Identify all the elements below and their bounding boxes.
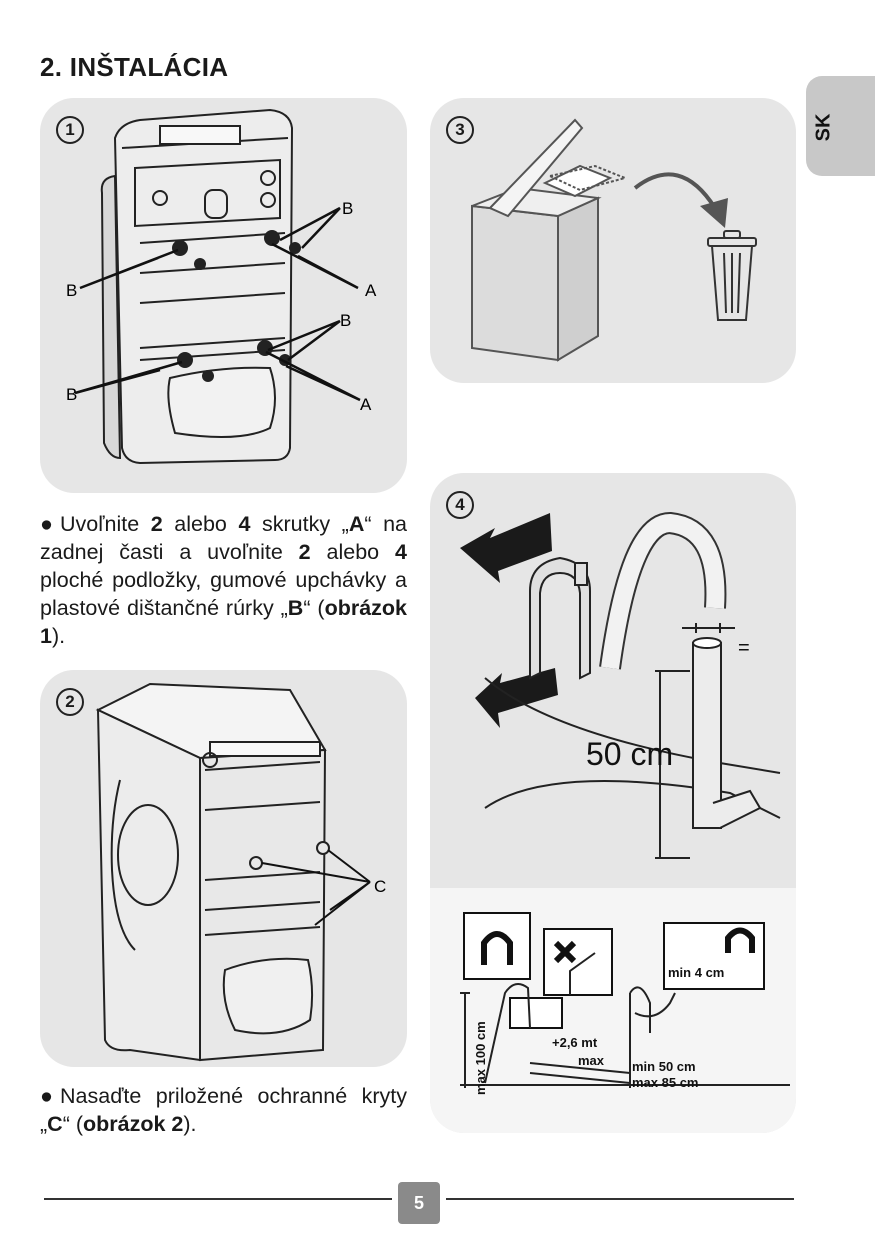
fig4-equals-sign: =	[738, 637, 750, 659]
fig1-label-b-4: B	[66, 385, 77, 404]
figure-1-panel: B B A B B A 1	[40, 98, 407, 493]
figure-3-illustration	[471, 118, 757, 362]
fig4-min-4cm: min 4 cm	[668, 965, 724, 980]
fig4-max-100cm: max 100 cm	[473, 1021, 488, 1095]
footer-rule-right	[446, 1198, 794, 1200]
page-number: 5	[398, 1182, 440, 1224]
fig4-min-50cm: min 50 cm	[632, 1059, 696, 1074]
fig1-label-b-2: B	[66, 281, 77, 300]
page-title: 2. INŠTALÁCIA	[40, 52, 229, 82]
fig4-height-label: 50 cm	[586, 736, 673, 772]
fig4-max-26mt: +2,6 mt	[552, 1035, 598, 1050]
fig1-label-a-1: A	[365, 281, 377, 300]
figure-1-illustration: B B A B B A	[66, 108, 377, 465]
figure-4-number: 4	[446, 491, 474, 519]
language-tab: SK	[806, 76, 875, 176]
figure-2-panel: C 2	[40, 670, 407, 1067]
instruction-2: ●Nasaďte priložené ochranné kryty „C“ (o…	[40, 1084, 407, 1136]
fig4-max-85cm: max 85 cm	[632, 1075, 699, 1090]
figure-4-panel: 50 cm = min 4 cm max 100 cm +2,6 mt max	[430, 473, 796, 1133]
figure-3-panel: 3	[430, 98, 796, 383]
bullet-icon: ●	[40, 512, 53, 536]
fig1-label-b-1: B	[342, 199, 353, 218]
language-code: SK	[812, 113, 835, 142]
figure-4-illustration: 50 cm = min 4 cm max 100 cm +2,6 mt max	[430, 511, 796, 1133]
fig1-label-b-3: B	[340, 311, 351, 330]
fig2-label-c: C	[374, 877, 386, 896]
footer-rule-left	[44, 1198, 392, 1200]
figure-2-number: 2	[56, 688, 84, 716]
bullet-icon: ●	[40, 1084, 53, 1108]
figure-2-illustration: C	[95, 682, 386, 1062]
instruction-1: ●Uvoľnite 2 alebo 4 skrutky „A“ na zadne…	[40, 512, 407, 648]
figure-1-number: 1	[56, 116, 84, 144]
fig4-max-word: max	[578, 1053, 605, 1068]
figure-3-number: 3	[446, 116, 474, 144]
fig1-label-a-2: A	[360, 395, 372, 414]
